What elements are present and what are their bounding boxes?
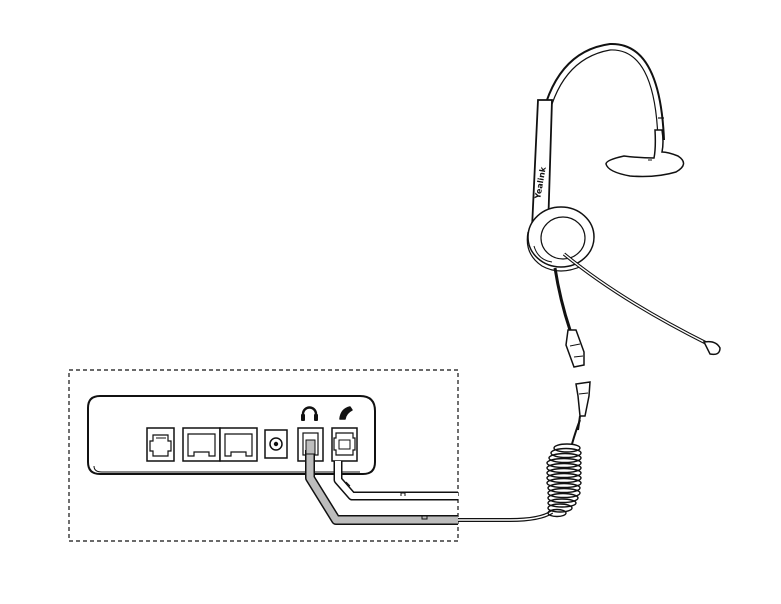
power-port <box>264 429 288 459</box>
ear-cushion <box>526 206 595 272</box>
microphone-boom <box>562 252 721 356</box>
temple-pad <box>605 129 685 178</box>
headset-cable-extension <box>458 510 554 522</box>
handset-cable <box>333 461 458 501</box>
ext-port <box>146 427 175 462</box>
headset-cable-highlight <box>305 439 458 525</box>
phone-handset-icon <box>339 406 353 420</box>
phone-base <box>87 395 376 475</box>
coiled-cord <box>546 419 582 518</box>
headset-icon <box>301 406 318 421</box>
quick-disconnect-lower <box>575 381 591 431</box>
lan-port <box>182 427 221 462</box>
headband <box>537 42 665 141</box>
pc-port <box>219 427 258 462</box>
handset-port <box>331 427 358 462</box>
quick-disconnect-upper <box>565 329 585 368</box>
headset-upper-cable <box>553 267 572 331</box>
